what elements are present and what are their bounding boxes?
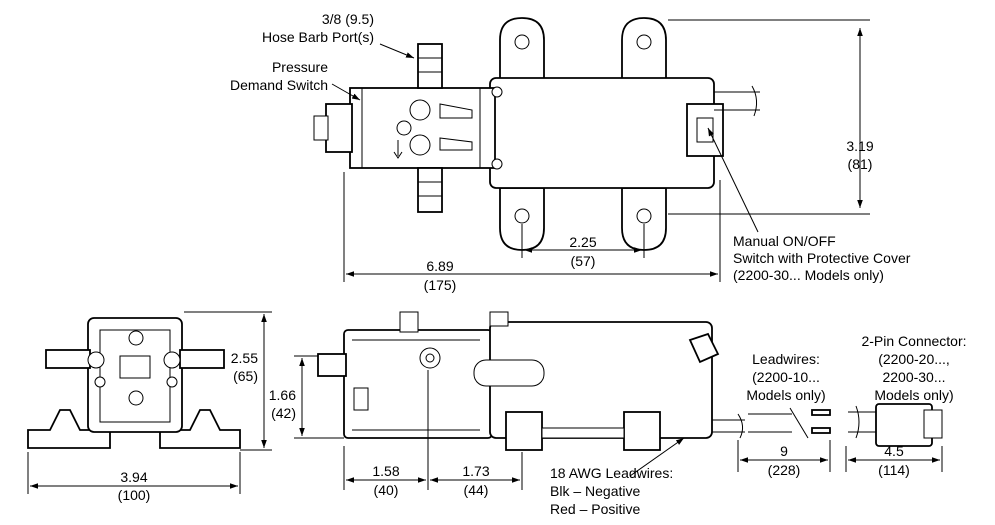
connector-label-1: 2-Pin Connector: [861, 333, 966, 349]
dim-top-height-in: 3.19 [846, 138, 873, 154]
dim-mid-length-mm: (44) [464, 482, 489, 498]
dim-connector-length-in: 4.5 [884, 443, 904, 459]
dim-top-height-mm: (81) [848, 156, 873, 172]
manual-switch-label-1: Manual ON/OFF [733, 233, 836, 249]
dim-connector-length-mm: (114) [878, 462, 910, 478]
hose-barb-label-2: Hose Barb Port(s) [262, 29, 374, 45]
dim-overall-length-in: 6.89 [426, 258, 453, 274]
manual-switch-label-2: Switch with Protective Cover [733, 250, 911, 266]
awg-label-1: 18 AWG Leadwires: [550, 465, 673, 481]
dim-end-height-in: 2.55 [231, 350, 258, 366]
dim-end-width-mm: (100) [118, 487, 151, 503]
awg-label-3: Red – Positive [550, 501, 640, 517]
end-view [27, 311, 272, 494]
dim-port-height-in: 1.66 [269, 387, 296, 403]
annotations: 3/8 (9.5) Hose Barb Port(s) Pressure Dem… [118, 11, 967, 517]
dim-lead-length-in: 9 [780, 443, 788, 459]
dim-lead-length-mm: (228) [768, 462, 801, 478]
dim-end-width-in: 3.94 [120, 469, 147, 485]
connector-label-4: Models only) [874, 387, 953, 403]
top-view [313, 17, 870, 282]
side-view [294, 311, 943, 490]
manual-switch-label-3: (2200-30... Models only) [733, 267, 884, 283]
connector-label-3: 2200-30... [882, 369, 945, 385]
pressure-switch-label-1: Pressure [272, 59, 328, 75]
dim-head-length-mm: (40) [374, 482, 399, 498]
connector-label-2: (2200-20..., [878, 351, 950, 367]
leadwires-label-3: Models only) [746, 387, 825, 403]
pressure-switch-label-2: Demand Switch [230, 77, 328, 93]
dim-mount-spacing-in: 2.25 [569, 234, 596, 250]
dim-mount-spacing-mm: (57) [571, 253, 596, 269]
dim-port-height-mm: (42) [271, 405, 296, 421]
hose-barb-label-1: 3/8 (9.5) [322, 11, 374, 27]
dim-overall-length-mm: (175) [424, 277, 457, 293]
awg-label-2: Blk – Negative [550, 483, 640, 499]
dim-head-length-in: 1.58 [372, 463, 399, 479]
leadwires-label-1: Leadwires: [752, 351, 820, 367]
leadwires-label-2: (2200-10... [752, 369, 820, 385]
dim-mid-length-in: 1.73 [462, 463, 489, 479]
dim-end-height-mm: (65) [233, 368, 258, 384]
